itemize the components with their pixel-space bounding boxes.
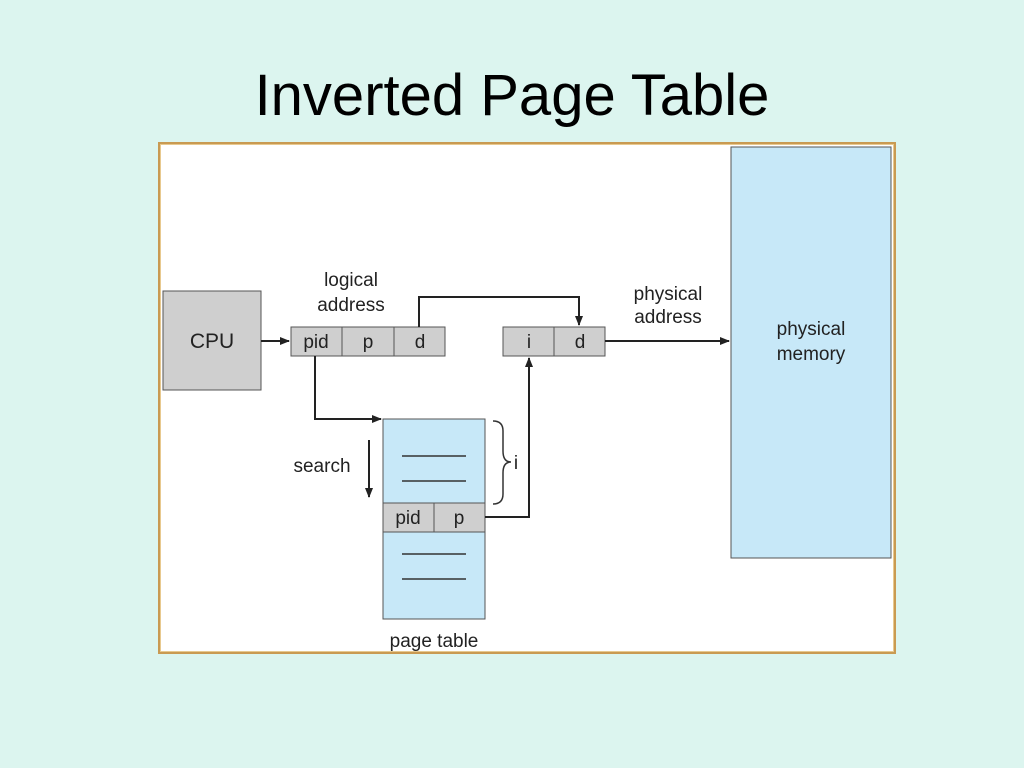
page-table: pid p [382,418,486,620]
cpu-label: CPU [190,330,234,353]
logical-p-field: p [363,332,374,353]
physical-memory-block [730,146,892,559]
entry-p-field: p [454,508,465,529]
physical-address-label-line1: physical [634,284,703,305]
page-table-label: page table [390,631,479,652]
physical-address-register: i d [502,326,606,357]
physical-d-field: d [575,332,586,353]
index-label: i [514,453,518,474]
logical-d-field: d [415,332,426,353]
pid-search-arrow [314,356,382,423]
logical-address-label-line2: address [317,295,385,316]
logical-address-register: pid p d [290,326,446,357]
physical-i-field: i [527,332,531,353]
physical-address-label-line2: address [634,307,702,328]
logical-address-label-line1: logical [324,270,378,291]
slide-title: Inverted Page Table [254,63,770,128]
physical-memory-label-line2: memory [777,344,846,365]
cpu-box [162,290,262,391]
index-to-physical-arrow [485,357,533,518]
physical-memory-label-line1: physical [777,319,846,340]
entry-pid-field: pid [395,508,420,529]
offset-arrow [418,296,583,327]
logical-pid-field: pid [303,332,328,353]
index-brace [492,420,512,505]
search-label: search [293,456,350,477]
